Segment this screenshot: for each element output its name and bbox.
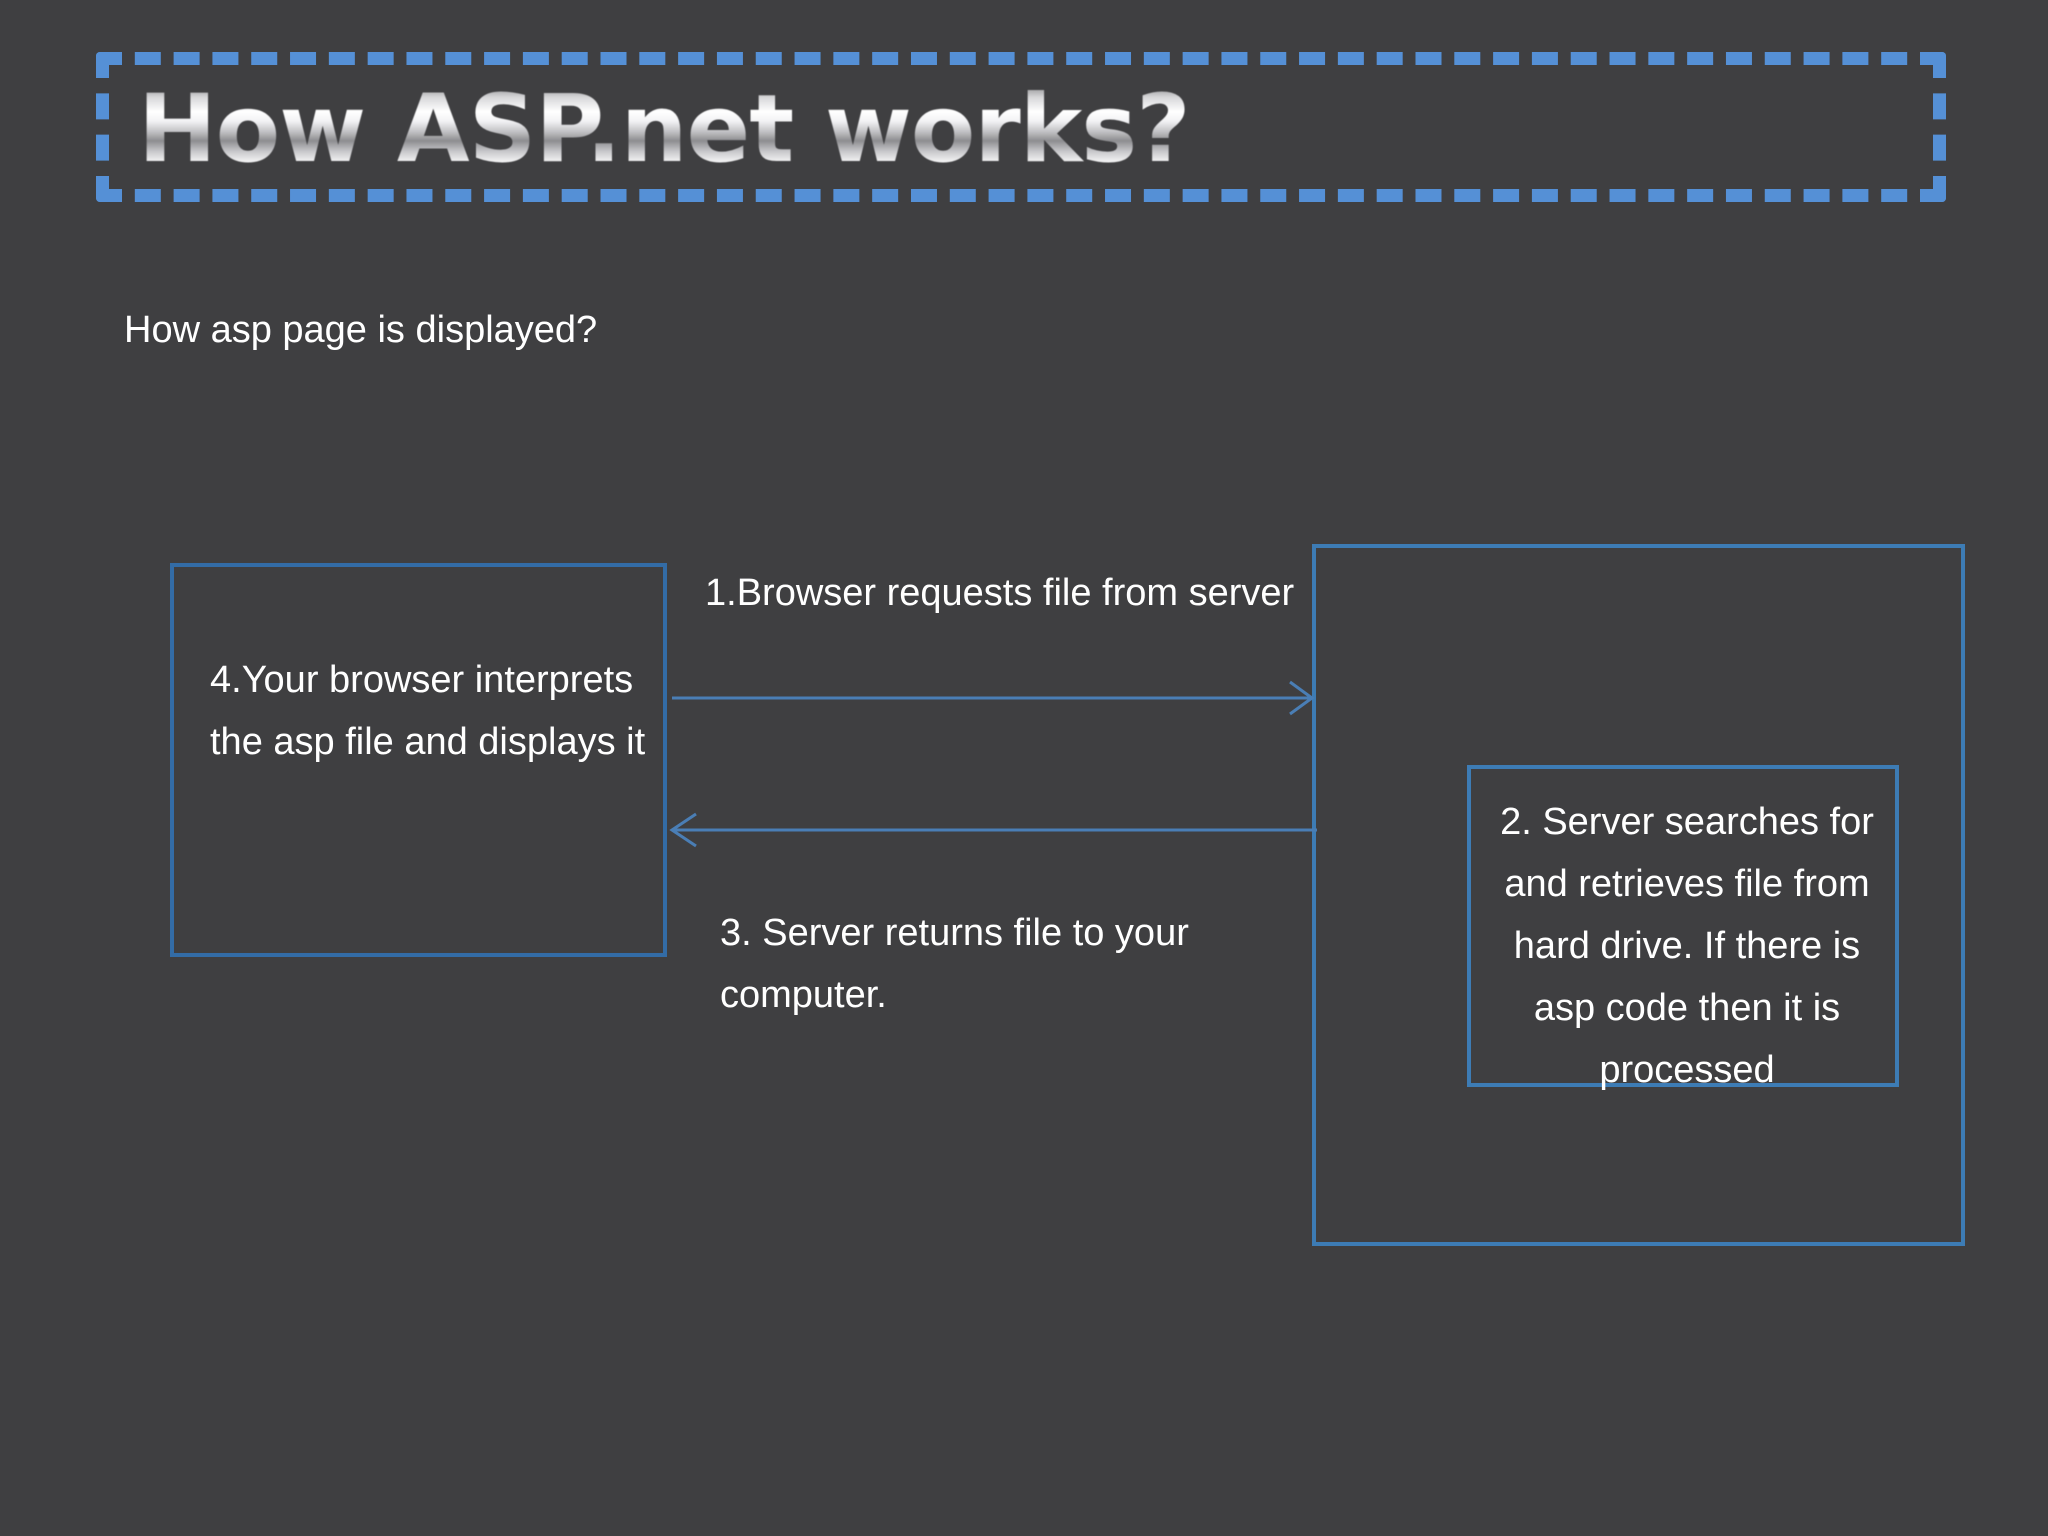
return-arrow-icon	[669, 812, 1317, 848]
server-box	[1312, 544, 1965, 1246]
browser-box: 4.Your browser interprets the asp file a…	[170, 563, 667, 957]
title-dashed-frame	[96, 52, 1946, 202]
return-arrow-label: 3. Server returns file to your computer.	[720, 912, 1189, 1016]
request-arrow-label: 1.Browser requests file from server	[705, 572, 1295, 614]
server-inner-box: 2. Server searches for and retrieves fil…	[1467, 765, 1899, 1091]
page-title: How ASP.net works?	[138, 76, 1838, 184]
request-arrow-icon	[672, 680, 1315, 716]
subtitle-text: How asp page is displayed?	[124, 309, 598, 351]
browser-box-label: 4.Your browser interprets the asp file a…	[210, 659, 646, 763]
server-inner-box-label: 2. Server searches for and retrieves fil…	[1500, 801, 1874, 1091]
